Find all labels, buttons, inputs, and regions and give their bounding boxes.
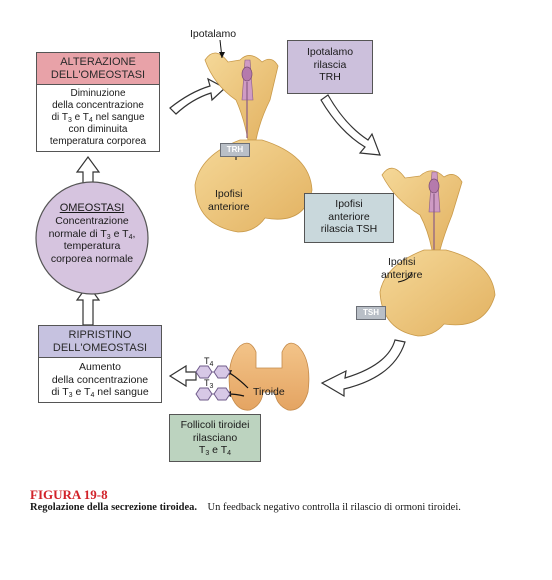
arrow-alterazione-to-hypothalamus: [169, 77, 227, 115]
arrow-hormones-to-ripristino: [168, 364, 197, 388]
alterazione-header: ALTERAZIONE DELL'OMEOSTASI: [36, 52, 160, 84]
label-ipofisi-anteriore-1: Ipofisi anteriore: [208, 188, 250, 213]
omeostasi-circle: [35, 181, 149, 295]
trh-tag: TRH: [220, 143, 250, 157]
arrow-tsh-to-thyroid: [320, 339, 406, 398]
t3-molecule: [195, 387, 231, 401]
ipotalamo-trh-box: Ipotalamo rilascia TRH: [287, 40, 373, 94]
label-ipotalamo: Ipotalamo: [190, 28, 237, 40]
hypothalamus-pituitary-1: [194, 52, 313, 233]
label-t4: T4: [204, 356, 214, 368]
tsh-tag: TSH: [356, 306, 386, 320]
label-tiroide: Tiroide: [253, 386, 285, 398]
ripristino-header: RIPRISTINO DELL'OMEOSTASI: [38, 325, 162, 357]
omeostasi-title: OMEOSTASI: [59, 202, 125, 214]
thyroid-gland: [228, 342, 310, 411]
arrow-hypothalamus-to-pituitary: [320, 94, 381, 156]
leader-ipofisi-2: [397, 271, 413, 283]
figure-number: FIGURA 19-8: [30, 487, 108, 502]
caption-text: Regolazione della secrezione tiroidea. U…: [30, 502, 530, 514]
hypothalamus-pituitary-2: [379, 167, 496, 337]
caption-body: Un feedback negativo controlla il rilasc…: [207, 502, 461, 513]
ipofisi-tsh-box: Ipofisi anteriore rilascia TSH: [304, 193, 394, 243]
t4-molecule: [195, 365, 231, 379]
caption-title: Regolazione della secrezione tiroidea.: [30, 502, 197, 513]
label-ipofisi-anteriore-2: Ipofisi anteriore: [381, 256, 423, 281]
cycle-arrows: [75, 77, 406, 398]
label-t3: T3: [204, 378, 214, 390]
